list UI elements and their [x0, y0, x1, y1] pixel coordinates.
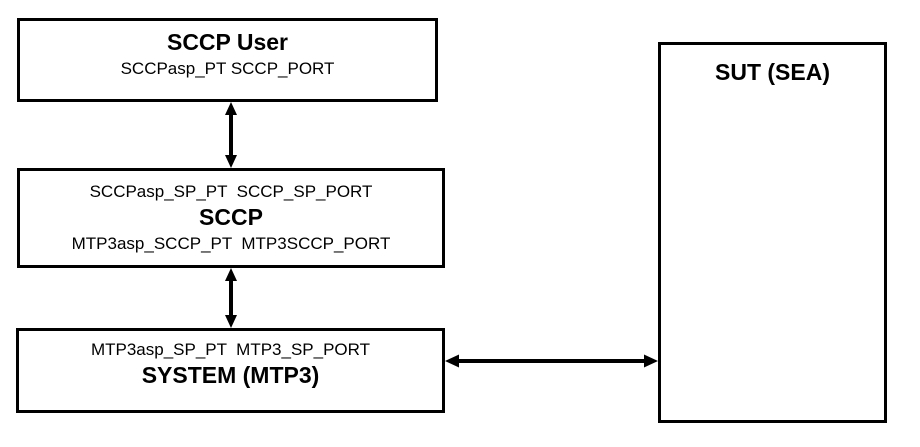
sccp-user-ports-label: SCCPasp_PT SCCP_PORT [120, 59, 335, 78]
system-box-title: SYSTEM (MTP3) [141, 362, 320, 388]
system-mtp3-box: MTP3asp_SP_PT MTP3_SP_PORT SYSTEM (MTP3) [16, 328, 445, 413]
sut-sea-box: SUT (SEA) [658, 42, 887, 423]
sccp-box-title: SCCP [199, 204, 263, 230]
sccp-lower-ports-label: MTP3asp_SCCP_PT MTP3SCCP_PORT [71, 234, 391, 253]
system-ports-label: MTP3asp_SP_PT MTP3_SP_PORT [90, 340, 371, 359]
sccp-box: SCCPasp_SP_PT SCCP_SP_PORT SCCP MTP3asp_… [17, 168, 445, 268]
arrow-system-to-sut [445, 354, 658, 368]
sccp-user-box: SCCP User SCCPasp_PT SCCP_PORT [17, 18, 438, 102]
sccp-user-box-title: SCCP User [166, 29, 289, 55]
arrow-sccp-to-system [225, 268, 237, 328]
sccp-upper-ports-label: SCCPasp_SP_PT SCCP_SP_PORT [89, 182, 373, 201]
arrow-sccp-user-to-sccp [225, 102, 237, 168]
sut-box-title: SUT (SEA) [715, 59, 830, 85]
